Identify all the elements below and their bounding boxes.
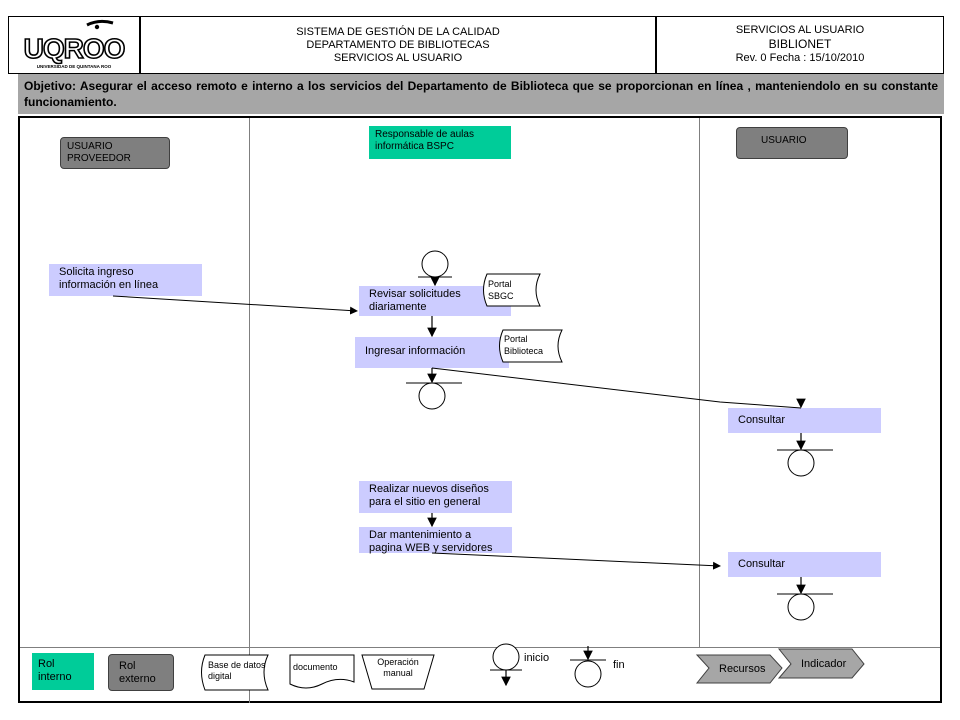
legend-rol-interno: Rol interno xyxy=(32,653,94,690)
arrow-ingresar-to-consultar xyxy=(431,367,802,409)
legend-recursos-label: Recursos xyxy=(719,663,766,675)
logo-text: UQROO xyxy=(24,33,125,64)
system-line-3: SERVICIOS AL USUARIO xyxy=(333,52,463,64)
legend-inicio-symbol xyxy=(490,643,522,687)
end-symbol-2 xyxy=(777,433,833,477)
doc-line-1: SERVICIOS AL USUARIO xyxy=(735,24,865,36)
doc-line-3: Rev. 0 Fecha : 15/10/2010 xyxy=(735,52,865,64)
legend-indicador-shape xyxy=(777,648,865,679)
legend-operacion-manual xyxy=(361,654,435,690)
logo-subtitle: UNIVERSIDAD DE QUINTANA ROO xyxy=(37,64,112,69)
end-symbol-1 xyxy=(406,368,462,410)
portal-biblioteca-database: Portal Biblioteca xyxy=(499,329,563,363)
task-realizar-disenos: Realizar nuevos diseños para el sitio en… xyxy=(359,481,512,513)
legend-indicador-label: Indicador xyxy=(801,658,847,670)
end-symbol-3 xyxy=(777,577,833,621)
task-ingresar-informacion: Ingresar información xyxy=(355,337,509,368)
diagram-frame xyxy=(18,116,942,703)
role-usuario-proveedor: USUARIO PROVEEDOR xyxy=(60,137,170,169)
arrow-mantenimiento-to-consultar xyxy=(431,552,721,570)
legend-base-datos-label: Base de datos digital xyxy=(208,660,266,681)
task-solicita-ingreso: Solicita ingreso información en línea xyxy=(49,264,202,296)
legend-documento xyxy=(289,654,355,689)
task-consultar-2: Consultar xyxy=(728,552,881,577)
header-logo-box: UQROO UNIVERSIDAD DE QUINTANA ROO xyxy=(8,16,140,74)
role-usuario: USUARIO xyxy=(736,127,848,159)
legend-operacion-label: Operación manual xyxy=(377,657,419,678)
legend-rol-externo: Rol externo xyxy=(108,654,174,691)
legend-inicio-label: inicio xyxy=(524,652,550,664)
arrow-solicita-to-revisar xyxy=(112,295,358,315)
legend-divider xyxy=(20,647,940,648)
header-doc-box: SERVICIOS AL USUARIO BIBLIONET Rev. 0 Fe… xyxy=(656,16,944,74)
start-symbol-1 xyxy=(418,250,452,287)
system-line-2: DEPARTAMENTO DE BIBLIOTECAS xyxy=(306,39,490,51)
objective-banner: Objetivo: Asegurar el acceso remoto e in… xyxy=(18,74,944,114)
header-system-box: SISTEMA DE GESTIÓN DE LA CALIDAD DEPARTA… xyxy=(140,16,656,74)
legend-documento-label: documento xyxy=(293,662,338,672)
task-dar-mantenimiento: Dar mantenimiento a pagina WEB y servido… xyxy=(359,527,512,554)
doc-line-2: BIBLIONET xyxy=(768,37,832,51)
portal-biblioteca-line2: Biblioteca xyxy=(504,346,543,356)
portal-sbgc-line1: Portal xyxy=(488,279,512,289)
legend-base-datos xyxy=(201,654,269,691)
system-line-1: SISTEMA DE GESTIÓN DE LA CALIDAD xyxy=(296,26,500,38)
portal-sbgc-line2: SBGC xyxy=(488,291,514,301)
lane-divider-1 xyxy=(249,118,250,703)
uqroo-logo: UQROO UNIVERSIDAD DE QUINTANA ROO xyxy=(9,17,139,73)
role-responsable-aulas: Responsable de aulas informática BSPC xyxy=(369,126,511,159)
portal-sbgc-database: Portal SBGC xyxy=(483,273,541,307)
task-consultar-1: Consultar xyxy=(728,408,881,433)
lane-divider-2 xyxy=(699,118,700,648)
legend-recursos-shape xyxy=(695,654,783,684)
portal-biblioteca-line1: Portal xyxy=(504,334,528,344)
legend-fin-symbol xyxy=(570,646,606,688)
legend-fin-label: fin xyxy=(613,659,625,671)
